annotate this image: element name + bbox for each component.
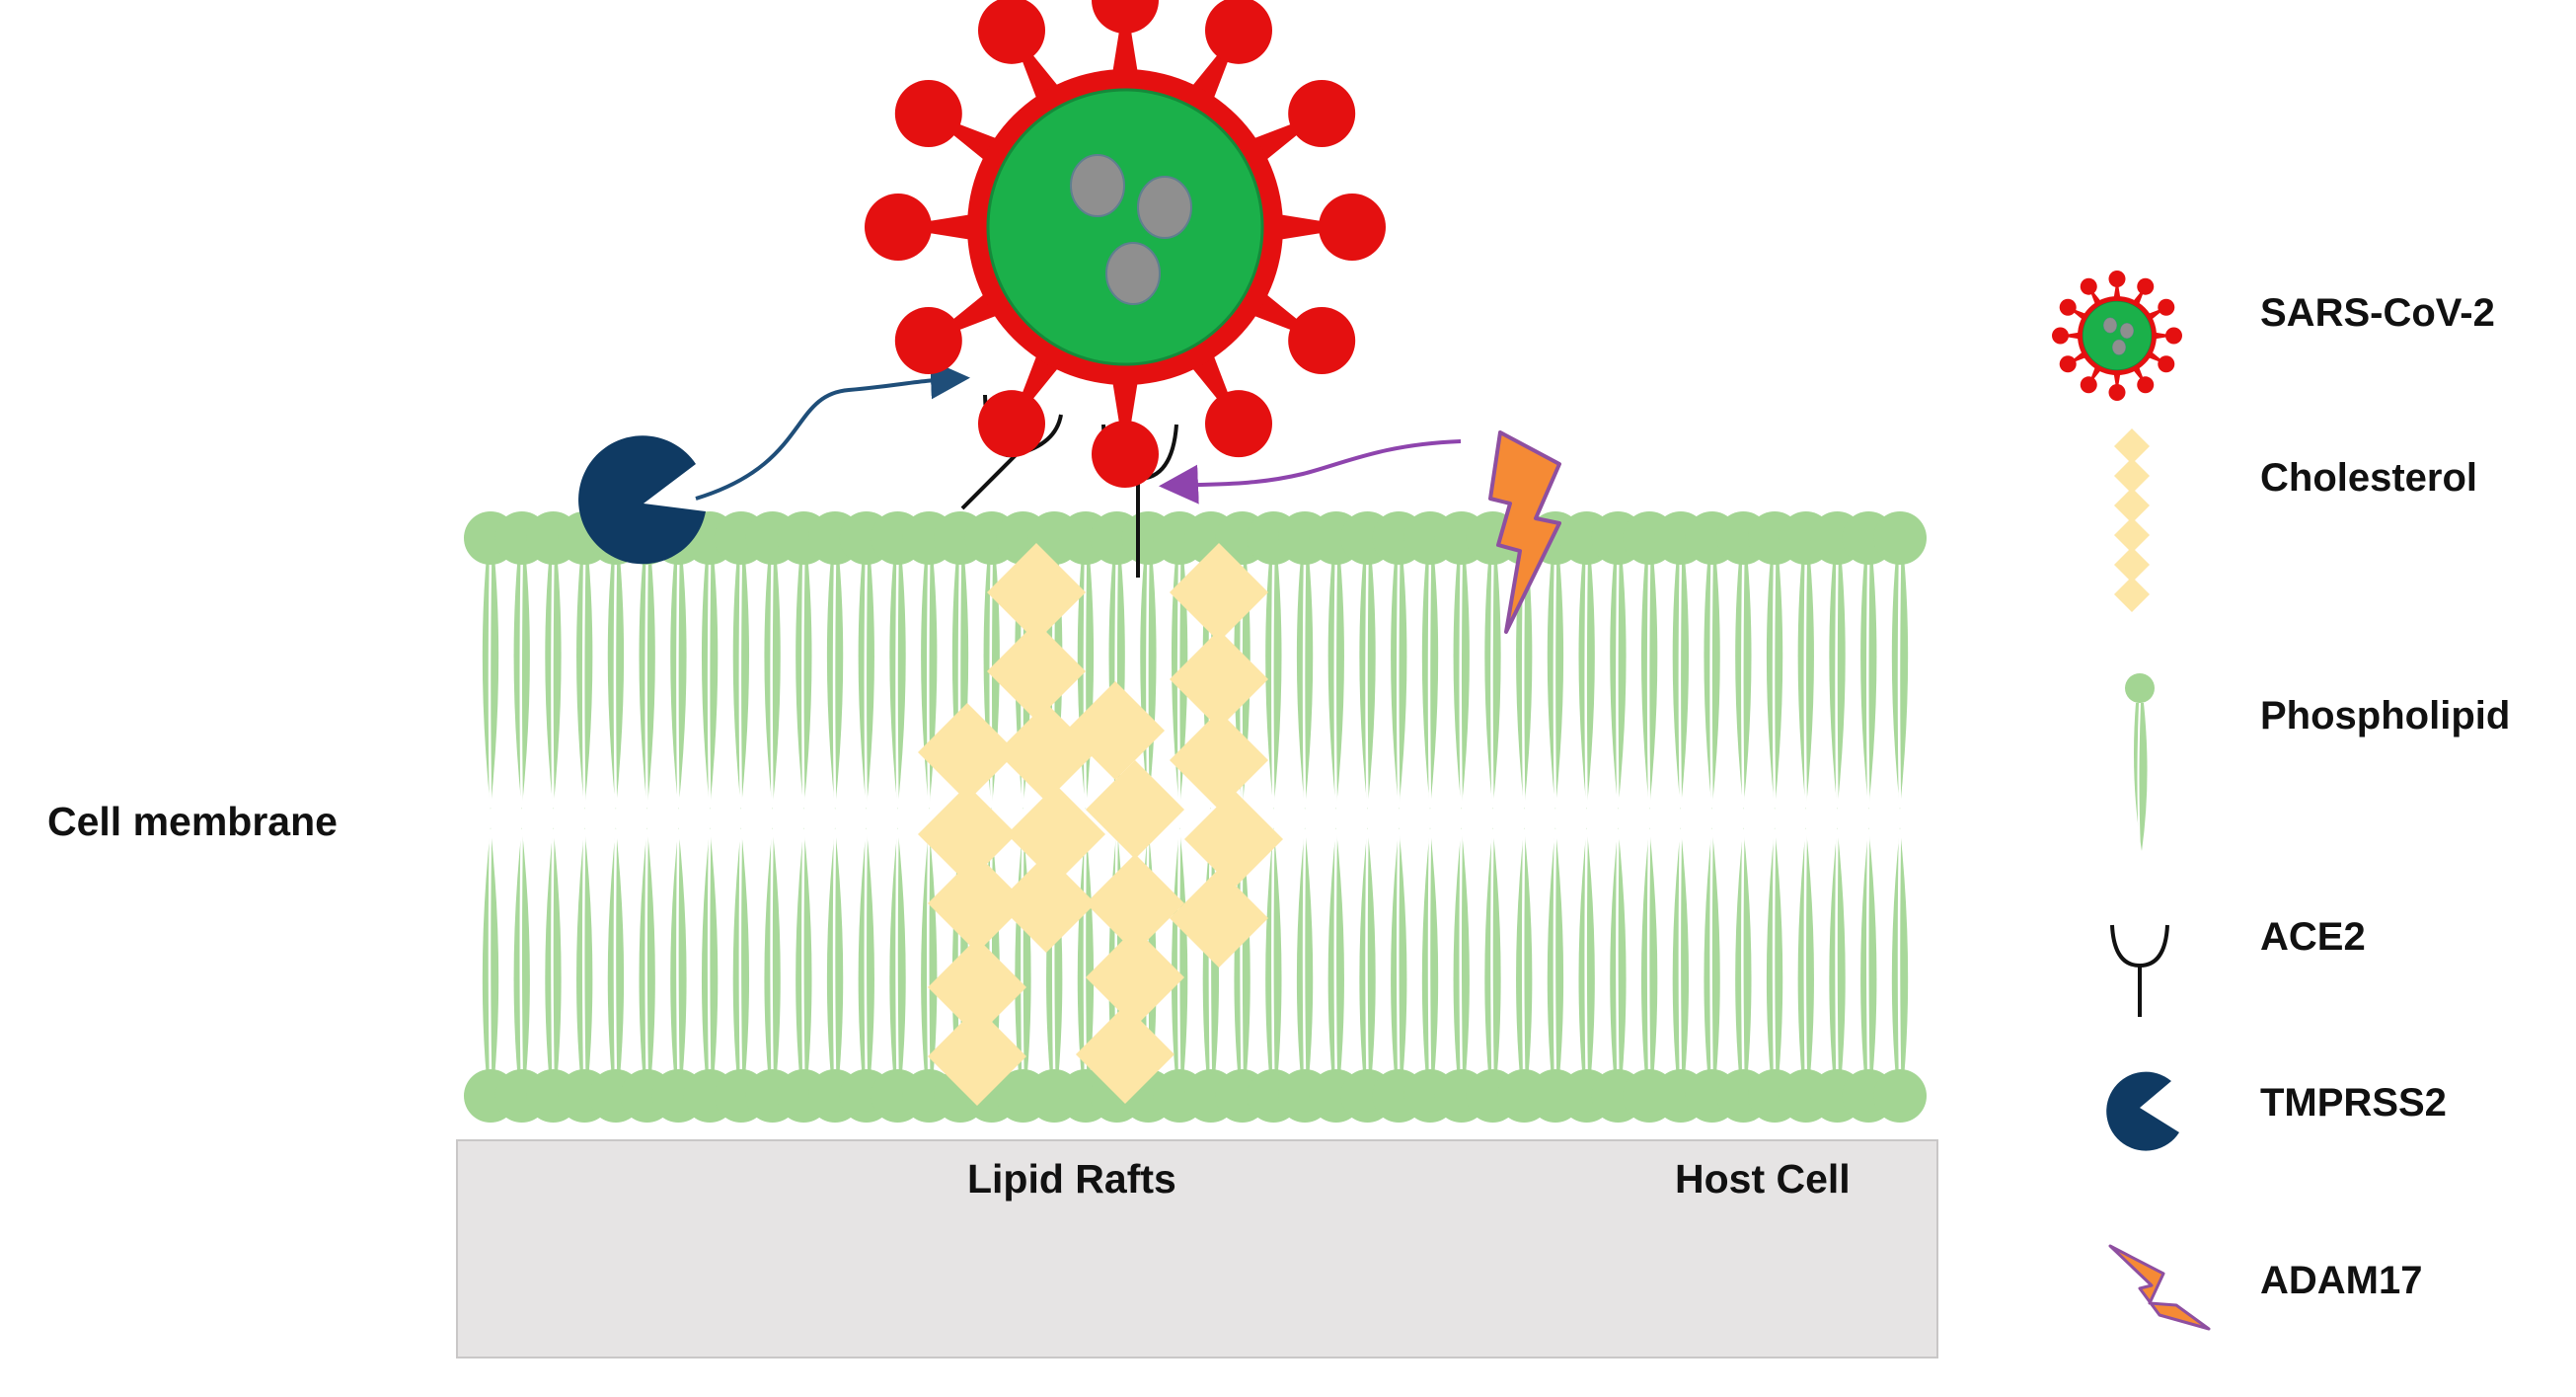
cell-membrane-label: Cell membrane xyxy=(47,799,338,844)
phospholipid xyxy=(558,511,612,1123)
lipid-raft-cholesterol xyxy=(918,543,1283,1106)
phospholipid xyxy=(839,511,893,1123)
sars-cov-2-virus xyxy=(865,0,1386,488)
cholesterol-molecule xyxy=(987,543,1086,642)
tmprss2-enzyme xyxy=(578,435,706,565)
host-cell-region xyxy=(456,1139,1938,1358)
phospholipid xyxy=(683,511,737,1123)
legend-label-adam17: ADAM17 xyxy=(2260,1259,2422,1302)
cholesterol-molecule xyxy=(1086,760,1184,859)
phospholipid xyxy=(777,511,831,1123)
cholesterol-molecule xyxy=(1170,869,1268,968)
cholesterol-molecule xyxy=(997,854,1096,953)
virus-icon xyxy=(2052,271,2182,401)
cholesterol-molecule xyxy=(918,785,1017,884)
adam17-cleavage-arrow xyxy=(1159,439,1462,504)
cholesterol-icon xyxy=(2114,428,2150,612)
phospholipid xyxy=(1623,511,1677,1123)
phospholipid xyxy=(1810,511,1864,1123)
adam17-enzyme xyxy=(1488,430,1561,634)
phospholipid xyxy=(1497,511,1552,1123)
phospholipid xyxy=(464,511,517,1123)
lipid-rafts-label: Lipid Rafts xyxy=(967,1156,1176,1202)
cholesterol-molecule xyxy=(1086,854,1184,953)
cholesterol-molecule xyxy=(1076,1005,1174,1104)
phospholipid xyxy=(1779,511,1833,1123)
cholesterol-molecule xyxy=(1170,543,1268,642)
cholesterol-molecule xyxy=(1184,790,1283,889)
phospholipid xyxy=(1434,511,1488,1123)
legend-label-ace2: ACE2 xyxy=(2260,915,2366,959)
phospholipid xyxy=(620,511,674,1123)
legend-label-cholesterol: Cholesterol xyxy=(2260,456,2477,500)
cholesterol-molecule xyxy=(928,854,1026,953)
legend-label-phospholipid: Phospholipid xyxy=(2260,694,2510,737)
cholesterol-molecule xyxy=(928,938,1026,1037)
phospholipid xyxy=(1559,511,1614,1123)
cholesterol-molecule xyxy=(918,703,1017,802)
cholesterol-molecule xyxy=(1170,711,1268,810)
tmprss2-icon xyxy=(2106,1071,2179,1151)
phospholipid xyxy=(1873,511,1927,1123)
cholesterol-molecule xyxy=(987,622,1086,721)
phospholipid xyxy=(588,511,643,1123)
cholesterol-molecule xyxy=(1170,630,1268,729)
phospholipid xyxy=(494,511,549,1123)
phospholipid xyxy=(1403,511,1457,1123)
cholesterol-molecule xyxy=(1086,928,1184,1027)
tmprss2-activation-arrow xyxy=(695,359,970,501)
phospholipid xyxy=(1372,511,1426,1123)
phospholipid xyxy=(808,511,863,1123)
phospholipid xyxy=(526,511,580,1123)
phospholipid xyxy=(1528,511,1582,1123)
phospholipid xyxy=(1653,511,1707,1123)
phospholipid xyxy=(1340,511,1395,1123)
cholesterol-molecule xyxy=(1066,681,1165,780)
host-cell-label: Host Cell xyxy=(1675,1156,1851,1202)
adam17-icon xyxy=(2108,1244,2211,1331)
phospholipid xyxy=(1278,511,1332,1123)
cholesterol-molecule xyxy=(928,1007,1026,1106)
phospholipid xyxy=(871,511,925,1123)
legend-label-tmprss2: TMPRSS2 xyxy=(2260,1081,2447,1125)
phospholipid-icon xyxy=(2125,673,2155,852)
phospholipid xyxy=(1685,511,1739,1123)
phospholipid xyxy=(1591,511,1645,1123)
cholesterol-molecule xyxy=(1007,785,1105,884)
phospholipid xyxy=(1716,511,1771,1123)
phospholipid xyxy=(745,511,799,1123)
ace2-receptor-icon xyxy=(2110,924,2169,1017)
phospholipid xyxy=(651,511,706,1123)
phospholipid xyxy=(1309,511,1363,1123)
phospholipid xyxy=(1748,511,1802,1123)
phospholipid xyxy=(1842,511,1896,1123)
phospholipid xyxy=(714,511,768,1123)
legend: SARS-CoV-2 Cholesterol Phospholipid ACE2… xyxy=(2052,271,2510,1331)
legend-label-sars-cov-2: SARS-CoV-2 xyxy=(2260,291,2495,335)
